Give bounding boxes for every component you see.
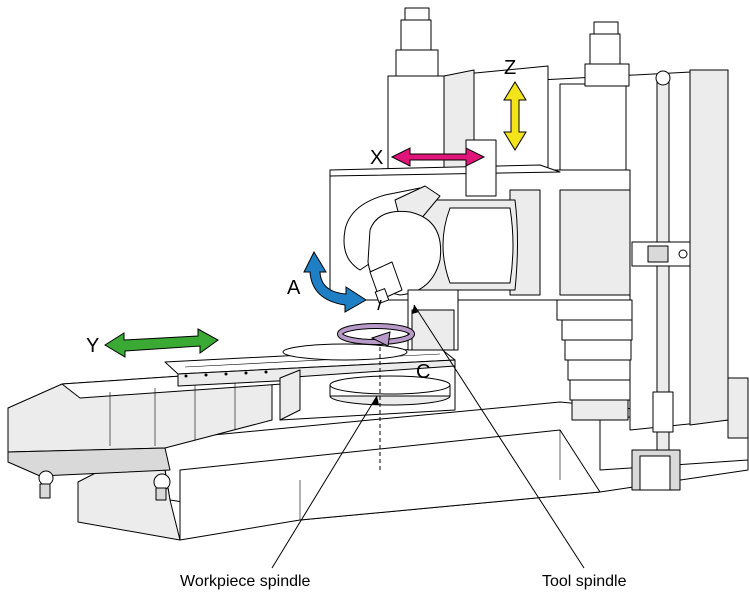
z-axis-arrow (503, 81, 527, 151)
z-axis-label: Z (504, 57, 516, 79)
workpiece-rotary-table (282, 340, 451, 470)
c-axis-label: C (416, 361, 430, 383)
y-axis-arrow (104, 328, 219, 358)
a-axis-arrow (303, 250, 367, 313)
x-axis-arrow (390, 147, 486, 167)
y-axis-label: Y (86, 335, 99, 357)
y-axis-guard (7, 369, 283, 501)
a-axis-label: A (287, 277, 301, 299)
workpiece-spindle-leader (271, 395, 378, 569)
c-axis-arrow (337, 323, 415, 347)
tool-spindle-leader (413, 304, 585, 569)
tool-spindle-caption: Tool spindle (542, 573, 627, 590)
table-slot-markers (184, 370, 268, 378)
workpiece-spindle-caption: Workpiece spindle (180, 573, 311, 590)
tool-spindle-head (343, 139, 518, 351)
x-axis-label: X (370, 147, 383, 169)
